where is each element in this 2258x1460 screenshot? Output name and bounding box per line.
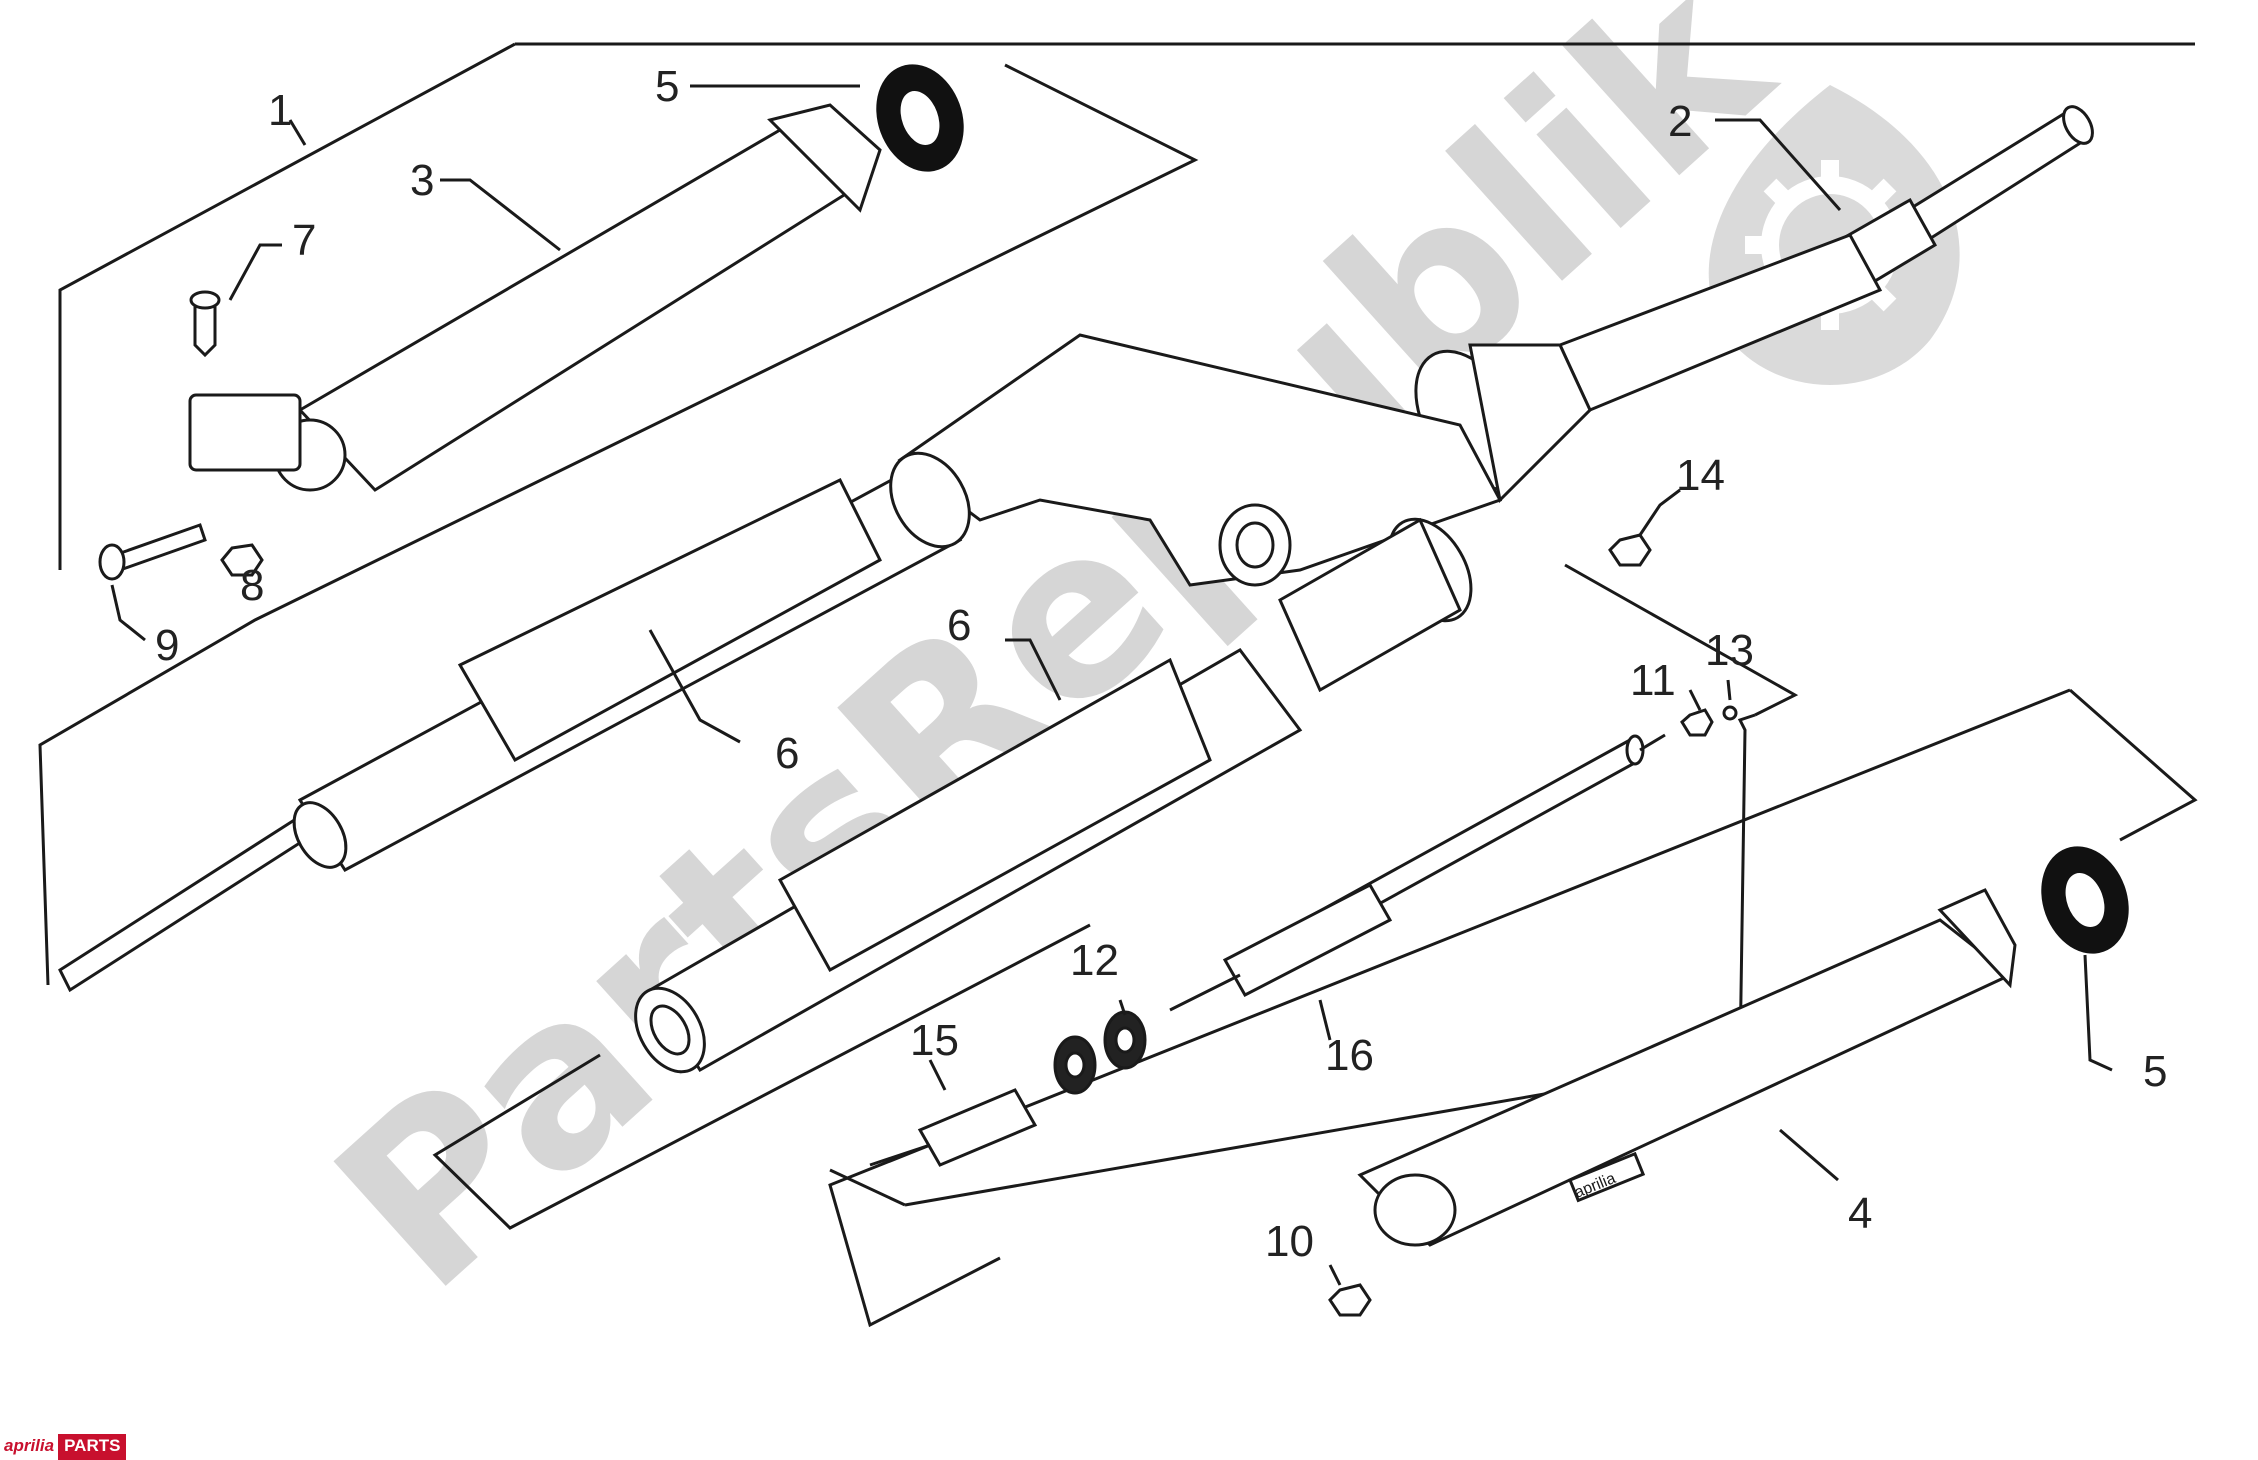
- seal-ring-right: [2041, 846, 2129, 954]
- callout-4: 4: [1848, 1189, 1872, 1238]
- fork-tube-left: [58, 451, 971, 993]
- callout-labels: 1 2 3 4 5 5 6 6 7 8 9 10 11 12 13 14 15 …: [155, 62, 2167, 1266]
- callout-7: 7: [292, 216, 316, 265]
- frame-lines: [38, 42, 2198, 1328]
- bolt-parts: [98, 290, 264, 581]
- brand-suffix: PARTS: [58, 1434, 127, 1460]
- leader-lines: [110, 84, 2113, 1286]
- callout-16: 16: [1325, 1031, 1374, 1080]
- callout-11: 11: [1630, 656, 1676, 705]
- brand-logo: aprilia PARTS: [0, 1434, 127, 1460]
- callout-2: 2: [1668, 97, 1692, 146]
- seal-ring-top: [876, 64, 964, 172]
- callout-12: 12: [1070, 936, 1119, 985]
- callout-13: 13: [1705, 626, 1754, 675]
- small-parts: [869, 533, 1738, 1317]
- callout-6a: 6: [775, 729, 799, 778]
- callout-14: 14: [1676, 451, 1725, 500]
- lower-leg-right: aprilia: [1357, 888, 2017, 1247]
- triple-clamp: [897, 333, 1503, 587]
- damper-rod: [1169, 733, 1666, 1012]
- lower-leg-left: [188, 103, 882, 492]
- fork-tube-right: [634, 517, 1473, 1074]
- callout-6b: 6: [947, 601, 971, 650]
- brand-name: aprilia: [0, 1434, 59, 1460]
- callout-9: 9: [155, 621, 179, 670]
- callout-8: 8: [240, 561, 264, 610]
- callout-15: 15: [910, 1016, 959, 1065]
- callout-5a: 5: [655, 62, 679, 111]
- callout-10: 10: [1265, 1217, 1314, 1266]
- steering-stem: [1414, 105, 2094, 504]
- callout-5b: 5: [2143, 1047, 2167, 1096]
- callout-1: 1: [268, 86, 292, 135]
- callout-3: 3: [410, 156, 434, 205]
